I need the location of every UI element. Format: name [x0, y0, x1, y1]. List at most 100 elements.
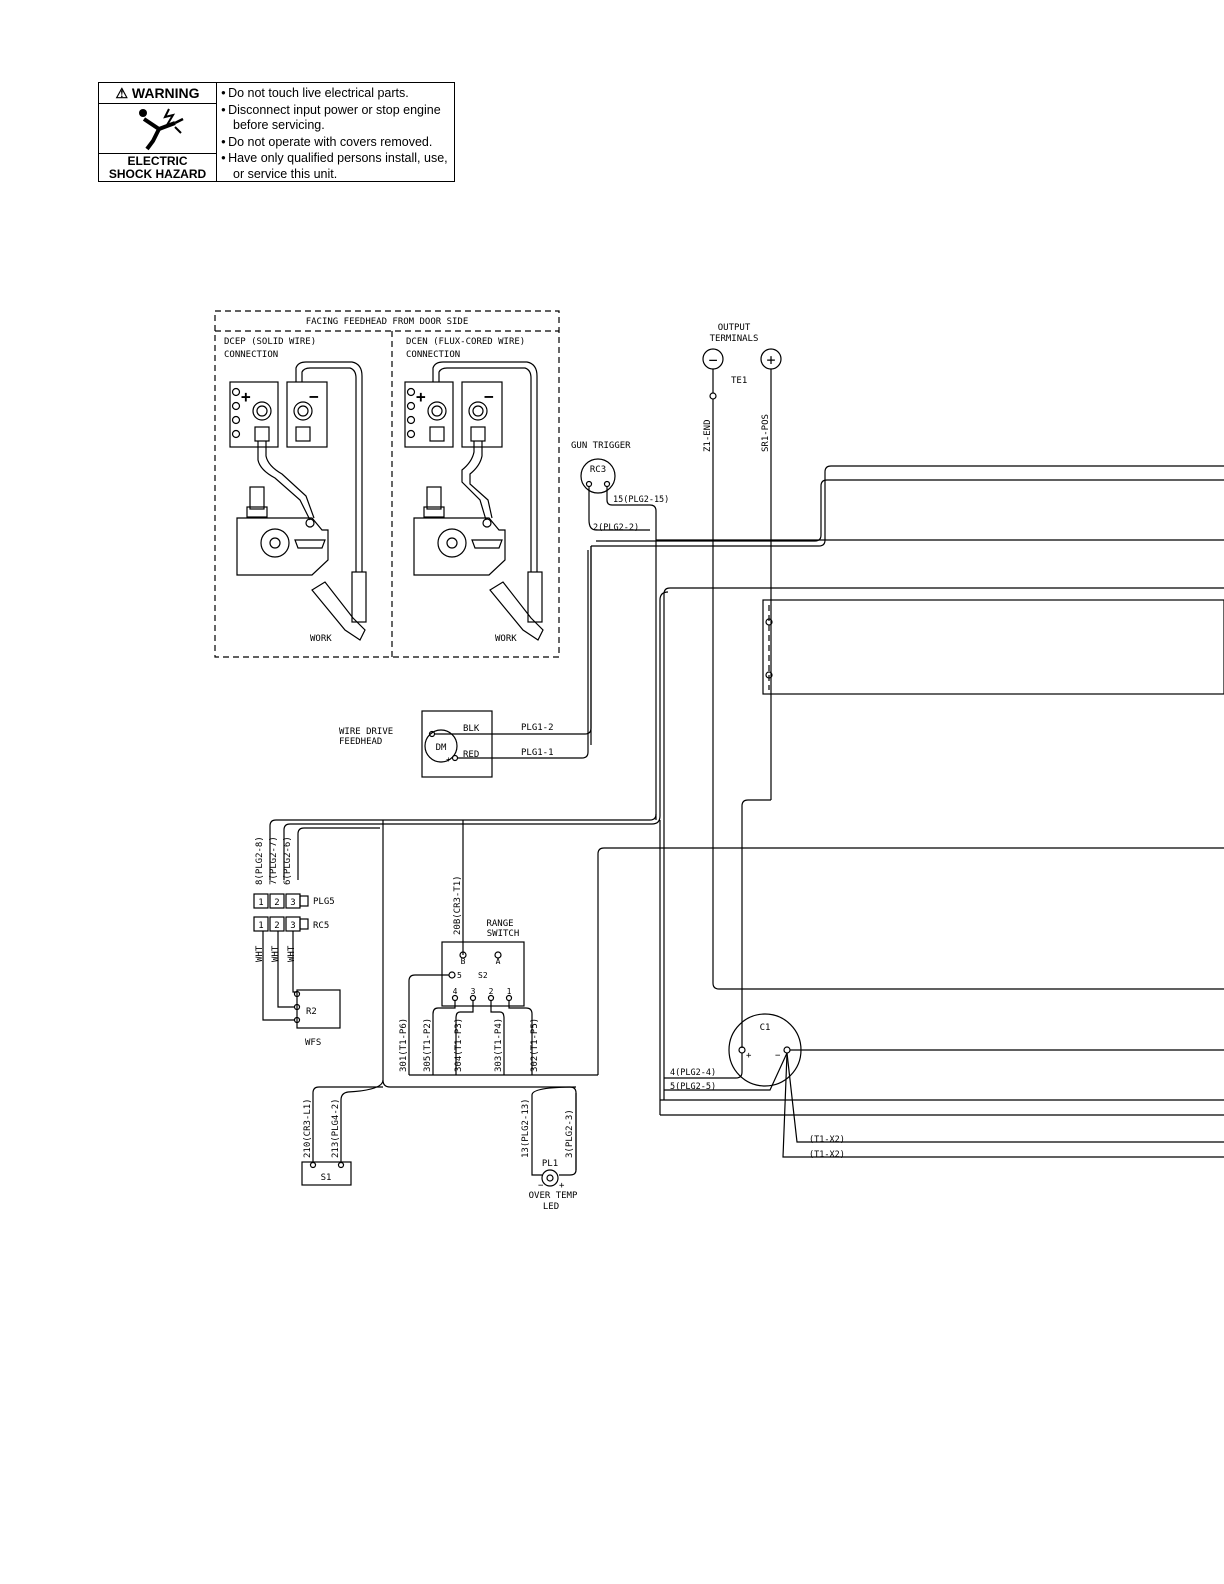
dcep-connection-label: CONNECTION	[224, 350, 278, 360]
feedhead-panel: FACING FEEDHEAD FROM DOOR SIDE DCEP (SOL…	[214, 310, 560, 658]
electric-label: ELECTRIC	[127, 154, 188, 168]
s1-label: S1	[321, 1173, 332, 1183]
dm-label: DM	[436, 743, 447, 753]
t1-x2-label-b: (T1-X2)	[809, 1150, 845, 1160]
svg-text:−: −	[538, 1181, 544, 1191]
wfs-label: WFS	[305, 1038, 321, 1048]
warning-header-text: WARNING	[131, 85, 200, 101]
svg-text:1: 1	[507, 987, 512, 996]
wire-7-label: 7(PLG2-7)	[269, 836, 279, 885]
warning-bullets: Do not touch live electrical parts. Disc…	[221, 85, 456, 182]
svg-text:1: 1	[258, 921, 263, 931]
warning-bullet: Do not operate with covers removed.	[221, 134, 456, 151]
svg-text:4: 4	[453, 987, 458, 996]
work-label-right: WORK	[495, 634, 517, 644]
r2-potentiometer	[296, 989, 341, 1029]
wht-label-2: WHT	[271, 945, 281, 962]
output-terminals-label: OUTPUT	[718, 323, 751, 333]
wire-drive-feedhead: WIRE DRIVE FEEDHEAD DM + BLK RED PLG1-2 …	[339, 546, 592, 778]
warning-bullet: Have only qualified persons install, use…	[221, 150, 456, 182]
svg-text:B: B	[461, 957, 466, 966]
dcen-minus-label: −	[484, 387, 494, 406]
wire-213-label: 213(PLG4-2)	[331, 1098, 341, 1158]
gun-trigger-label: GUN TRIGGER	[571, 441, 631, 451]
svg-text:+: +	[446, 755, 451, 764]
svg-text:+: +	[746, 1051, 752, 1061]
plg5-label: PLG5	[313, 897, 335, 907]
rc3-label: RC3	[590, 465, 606, 475]
svg-text:5: 5	[457, 971, 462, 980]
blk-label: BLK	[463, 724, 480, 734]
bus-lines	[591, 465, 1224, 1116]
te1-label: TE1	[731, 376, 747, 386]
warning-triangle-icon: ⚠	[115, 85, 128, 101]
t1-x2-label-a: (T1-X2)	[809, 1135, 845, 1145]
wire-302-label: 302(T1-P5)	[530, 1018, 540, 1072]
wire-3-label: 3(PLG2-3)	[565, 1109, 575, 1158]
output-terminals: OUTPUT TERMINALS − + TE1 Z1-END SR1-POS	[702, 323, 1224, 990]
dcep-drive-assembly	[236, 486, 367, 641]
plg1-1-label: PLG1-1	[521, 748, 554, 758]
gun-trigger: GUN TRIGGER RC3 15(PLG2-15) 2(PLG2-2)	[571, 441, 669, 820]
svg-text:2: 2	[274, 898, 279, 908]
svg-text:−: −	[775, 1051, 781, 1061]
dcen-label: DCEN (FLUX-CORED WIRE)	[406, 337, 525, 347]
wire-304-label: 304(T1-P3)	[454, 1018, 464, 1072]
warning-bullet: Do not touch live electrical parts.	[221, 85, 456, 102]
wire-13-label: 13(PLG2-13)	[521, 1098, 531, 1158]
warning-bullet: Disconnect input power or stop engine be…	[221, 102, 456, 134]
drive-motor-symbol	[424, 729, 458, 763]
wire-15-label: 15(PLG2-15)	[613, 495, 669, 505]
electric-shock-icon	[139, 108, 184, 151]
range-switch-label-2: SWITCH	[487, 929, 520, 939]
over-temp-led: PL1 − + OVER TEMP LED 13(PLG2-13) 3(PLG2…	[521, 1086, 578, 1212]
wire-303-label: 303(T1-P4)	[494, 1018, 504, 1072]
r2-label: R2	[306, 1007, 317, 1017]
feedhead-label: FEEDHEAD	[339, 737, 382, 747]
svg-text:A: A	[496, 957, 501, 966]
svg-text:3: 3	[290, 921, 295, 931]
rc5-connector: 1 2 3	[253, 916, 309, 932]
wht-label-3: WHT	[287, 945, 297, 962]
range-switch-label: RANGE	[486, 919, 513, 929]
sr1-pos-label: SR1-POS	[761, 414, 771, 452]
dcen-drive-assembly	[413, 486, 544, 641]
wire-4-label: 4(PLG2-4)	[670, 1068, 716, 1078]
wfs-circuit: 8(PLG2-8) 7(PLG2-7) 6(PLG2-6) 1 2 3 PLG5…	[253, 836, 341, 1048]
svg-text:+: +	[766, 351, 775, 369]
z1-end-label: Z1-END	[703, 419, 713, 452]
plg1-2-label: PLG1-2	[521, 723, 554, 733]
svg-text:+: +	[559, 1181, 565, 1191]
warning-header: ⚠ WARNING	[99, 83, 216, 104]
work-label-left: WORK	[310, 634, 332, 644]
dcep-plus-label: +	[241, 387, 251, 406]
rc5-label: RC5	[313, 921, 329, 931]
dcen-connection-label: CONNECTION	[406, 350, 460, 360]
plg5-connector: 1 2 3	[253, 893, 309, 909]
wire-305-label: 305(T1-P2)	[423, 1018, 433, 1072]
dcen-terminal-block: + −	[404, 361, 538, 572]
svg-text:3: 3	[290, 898, 295, 908]
dcep-minus-label: −	[309, 387, 319, 406]
wire-2-label: 2(PLG2-2)	[593, 523, 639, 533]
harness-bus	[269, 591, 669, 1170]
wire-6-label: 6(PLG2-6)	[283, 836, 293, 885]
dcep-terminal-block: + −	[229, 361, 363, 572]
capacitor-c1: C1 + − 4(PLG2-4) 5(PLG2-5) (T1-X2) (T1-X…	[664, 1013, 1224, 1160]
svg-text:3: 3	[471, 987, 476, 996]
s1-switch: S1 210(CR3-L1) 213(PLG4-2)	[301, 1079, 384, 1186]
shock-hazard-label: SHOCK HAZARD	[108, 167, 207, 181]
s2-label: S2	[478, 971, 488, 980]
wire-20b-label: 20B(CR3-T1)	[453, 875, 463, 935]
wire-5-label: 5(PLG2-5)	[670, 1082, 716, 1092]
wire-210-label: 210(CR3-L1)	[303, 1098, 313, 1158]
red-label: RED	[463, 750, 479, 760]
svg-text:1: 1	[258, 898, 263, 908]
pl1-label: PL1	[542, 1159, 558, 1169]
c1-label: C1	[760, 1023, 771, 1033]
wire-301-label: 301(T1-P6)	[399, 1018, 409, 1072]
range-switch: 20B(CR3-T1) RANGE SWITCH B A 5 S2 4 3 2 …	[399, 875, 598, 1076]
